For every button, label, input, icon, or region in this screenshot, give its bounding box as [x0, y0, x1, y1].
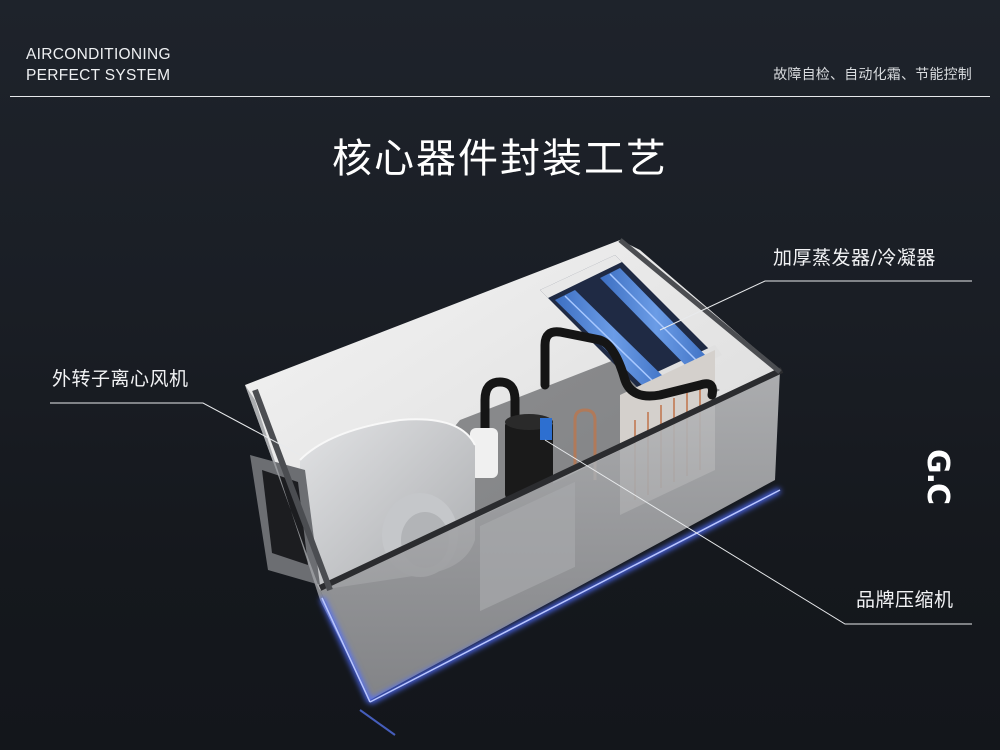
brand-block: AIRCONDITIONING PERFECT SYSTEM — [26, 44, 171, 86]
brand-logo: G.C — [918, 446, 958, 506]
feature-tagline: 故障自检、自动化霜、节能控制 — [773, 67, 972, 83]
callout-fan: 外转子离心风机 — [52, 368, 189, 390]
compressor-leader-line — [544, 439, 972, 625]
header-divider — [10, 96, 990, 97]
fan-leader-line — [50, 402, 301, 456]
brand-line-2: PERFECT SYSTEM — [26, 67, 171, 84]
compressor — [505, 408, 597, 500]
evaporator-leader-line — [659, 280, 972, 331]
accumulator — [470, 428, 498, 478]
logo-text: G.C — [920, 448, 956, 504]
page-title: 核心器件封装工艺 — [332, 136, 668, 182]
callout-compressor: 品牌压缩机 — [856, 589, 954, 611]
brand-line-1: AIRCONDITIONING — [26, 46, 171, 63]
refrigerant-pipe — [540, 327, 717, 401]
callout-evaporator: 加厚蒸发器/冷凝器 — [773, 247, 936, 269]
